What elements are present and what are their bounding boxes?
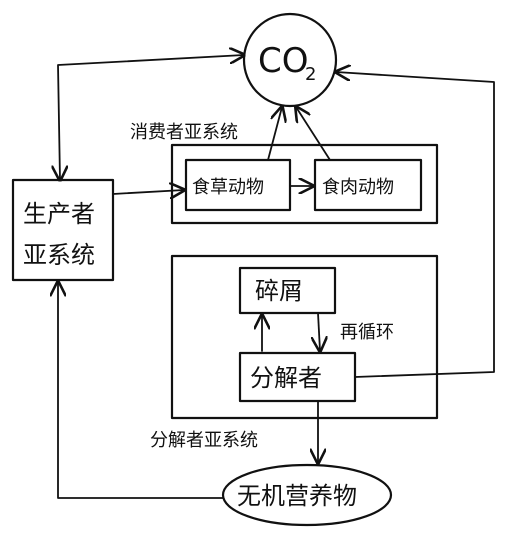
co2-node: CO 2 (242, 12, 338, 108)
detritus-label: 碎屑 (255, 277, 303, 305)
decomposer-label: 分解者 (250, 364, 322, 392)
edge-carnivore-co2 (296, 107, 331, 161)
inorganic-node: 无机营养物 (221, 463, 393, 527)
edge-producer-co2 (58, 55, 244, 180)
recycle-label: 再循环 (340, 322, 394, 343)
producer-node: 生产者 亚系统 (11, 178, 115, 282)
edge-producer-herbivore (112, 190, 184, 194)
edge-herbivore-co2 (267, 107, 282, 161)
edge-decomposer-co2 (336, 72, 495, 378)
edge-inorganic-producer (58, 282, 224, 499)
inorganic-ellipse (221, 463, 393, 527)
carnivore-box (313, 158, 423, 212)
inorganic-label: 无机营养物 (237, 482, 357, 510)
carnivore-label: 食肉动物 (322, 177, 394, 198)
consumer-subsystem-label: 消费者亚系统 (130, 122, 238, 143)
producer-label-line1: 生产者 (23, 200, 95, 228)
edge-detritus-decomposer (318, 312, 320, 351)
co2-label: CO (258, 41, 309, 81)
detritus-box (238, 266, 337, 315)
producer-label-line2: 亚系统 (23, 241, 95, 269)
decomposer-subsystem: 碎屑 分解者 再循环 分解者亚系统 (150, 254, 439, 451)
herbivore-label: 食草动物 (192, 177, 264, 198)
consumer-subsystem: 消费者亚系统 食草动物 食肉动物 (130, 122, 439, 225)
co2-subscript: 2 (305, 64, 316, 85)
decomposer-subsystem-label: 分解者亚系统 (150, 430, 258, 451)
decomposer-subsystem-box (170, 254, 439, 420)
